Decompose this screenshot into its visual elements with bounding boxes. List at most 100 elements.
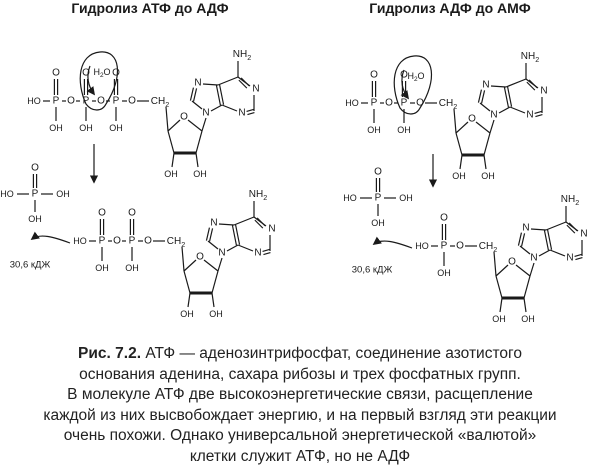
amp-c2-oh-bond xyxy=(523,297,527,313)
amp-phosphate-1-p-oxo: O xyxy=(440,213,448,224)
adp-start-n9: N xyxy=(490,110,497,121)
adp-c2-oh-bond xyxy=(211,292,215,308)
adp-start-pyrimidine-double-bond xyxy=(534,110,542,115)
adp-terminal-ho: HO xyxy=(73,236,87,246)
atp-phosphate-2-p-oxo: O xyxy=(82,68,90,79)
adp-start-ester-oxygen: O xyxy=(416,98,424,109)
adp-released-phosphate-ho: HO xyxy=(343,193,357,203)
adp-start-ribose-bond xyxy=(455,121,469,134)
amp-pyrimidine-double-bond xyxy=(568,222,578,232)
amp-n7: N xyxy=(522,223,529,234)
amp-terminal-ho: HO xyxy=(415,241,429,251)
amp-c2-hydroxyl: OH xyxy=(521,314,535,324)
atp-c5-c4-bond xyxy=(165,106,169,132)
amp-n9: N xyxy=(530,253,537,264)
adp-imidazole-bond xyxy=(226,244,239,252)
adp-start-pyrimidine-double-bond xyxy=(526,81,536,91)
atp-ribose-bond xyxy=(195,130,203,154)
atp-imidazole-double-bond xyxy=(218,84,225,105)
adp-ester-oxygen: O xyxy=(144,236,152,247)
atp-c3-oh-bond xyxy=(171,152,175,168)
atp-n9: N xyxy=(202,108,209,119)
atp-n1: N xyxy=(252,84,259,95)
atp-ribose-oxygen: O xyxy=(180,112,188,123)
title-atp-to-adp: Гидролиз АТФ до АДФ xyxy=(71,0,229,16)
caption-line-4: каждой из них высвобождает энергию, и на… xyxy=(43,406,557,424)
atp-phosphate-2-p-atom: P xyxy=(83,96,90,107)
adp-ribose-bond xyxy=(211,270,219,294)
adp-n7: N xyxy=(210,218,217,229)
atp-phosphate-2-bridge-oxygen: O xyxy=(97,96,105,107)
atp-c2-hydroxyl: OH xyxy=(193,169,207,179)
adp-start-phosphate-1-p-oxo: O xyxy=(370,70,378,81)
adp-water: H2O xyxy=(407,71,424,83)
adp-amino-group: NH2 xyxy=(249,189,267,202)
adp-pyrimidine-double-bond xyxy=(262,248,270,253)
adp-start-terminal-ho: HO xyxy=(345,98,359,108)
adp-n3: N xyxy=(254,248,261,259)
adp-start-phosphate-2-p-oxo: O xyxy=(400,70,408,81)
amp-n3: N xyxy=(566,253,573,264)
amp-ester-oxygen: O xyxy=(456,241,464,252)
adp-start-imidazole-bond xyxy=(490,85,507,88)
amp-imidazole-bond xyxy=(538,249,551,257)
adp-pyrimidine-double-bond xyxy=(263,251,271,256)
atp-phosphate-2-p-hydroxyl: OH xyxy=(79,123,93,133)
adp-start-ribose-bond xyxy=(483,132,491,156)
adp-ch2: CH2 xyxy=(167,236,185,249)
amp-imidazole-double-bond xyxy=(517,232,523,246)
adp-pyrimidine-bond xyxy=(237,244,254,252)
adp-cleavage-loop xyxy=(393,55,433,115)
caption-line-5: очень похожи. Однако универсальной энерг… xyxy=(63,427,537,445)
adp-start-phosphate-2-p-hydroxyl: OH xyxy=(397,125,411,135)
amp-pyrimidine-double-bond xyxy=(566,224,576,234)
atp-pyrimidine-bond xyxy=(217,76,239,86)
atp-amino-group: NH2 xyxy=(233,49,251,62)
atp-c2-oh-bond xyxy=(195,152,199,168)
adp-imidazole-bond xyxy=(218,223,235,226)
adp-ribose-bond xyxy=(183,270,191,294)
adp-start-ribose-bond xyxy=(455,132,463,156)
atp-released-phosphate-oh-right: OH xyxy=(56,189,70,199)
adp-imidazole-double-bond xyxy=(205,227,211,241)
adp-start-ch2: CH2 xyxy=(439,98,457,111)
amp-imidazole-bond xyxy=(530,228,547,231)
atp-cleavage-loop xyxy=(79,51,119,111)
adp-phosphate-2-p-oxo: O xyxy=(128,208,136,219)
amp-c3-oh-bond xyxy=(499,297,503,313)
amp-ribose-bond xyxy=(523,275,531,299)
caption-line-2: основания аденина, сахара рибозы и трех … xyxy=(79,365,521,383)
adp-start-imidazole-bond xyxy=(479,102,491,112)
amp-imidazole-bond xyxy=(519,245,531,255)
adp-start-c3-oh-bond xyxy=(459,154,463,170)
atp-imidazole-double-bond xyxy=(189,87,195,101)
adp-start-imidazole-double-bond xyxy=(480,90,486,104)
atp-ribose-bond xyxy=(167,119,181,132)
adp-start-n7: N xyxy=(482,80,489,91)
adp-start-imidazole-bond xyxy=(498,106,511,114)
amp-imidazole-double-bond xyxy=(546,229,553,250)
adp-phosphate-1-p-atom: P xyxy=(99,236,106,247)
amp-n1: N xyxy=(580,229,587,240)
atp-phosphate-3-p-oxo: O xyxy=(112,68,120,79)
adp-start-ribose-bond xyxy=(475,121,491,134)
adp-n1: N xyxy=(268,224,275,235)
atp-phosphate-1-p-oxo: O xyxy=(52,68,60,79)
adp-start-ribose-oxygen: O xyxy=(468,114,476,125)
amp-ch2: CH2 xyxy=(479,241,497,254)
adp-released-phosphate-p-oxo: O xyxy=(374,167,382,178)
atp-n3: N xyxy=(238,108,245,119)
amp-pyrimidine-double-bond xyxy=(575,256,583,261)
adp-energy-label: 30,6 кДЖ xyxy=(352,265,393,276)
adp-start-imidazole-double-bond xyxy=(503,87,510,108)
adp-release-arrow xyxy=(372,236,413,249)
caption-figure-label: Рис. 7.2. xyxy=(78,345,142,362)
hydrolysis-diagram: Гидролиз АТФ до АДФ Гидролиз АДФ до АМФ … xyxy=(0,0,587,324)
adp-start-glycosidic-bond xyxy=(489,119,495,134)
caption-line-6: клетки служит АТФ, но не АДФ xyxy=(189,447,411,465)
atp-water-arrow xyxy=(86,65,96,96)
adp-released-phosphate-oh-bottom: OH xyxy=(371,218,385,228)
amp-ribose-bond xyxy=(495,275,503,299)
adp-start-amino-group: NH2 xyxy=(521,51,539,64)
adp-start-n3: N xyxy=(526,110,533,121)
